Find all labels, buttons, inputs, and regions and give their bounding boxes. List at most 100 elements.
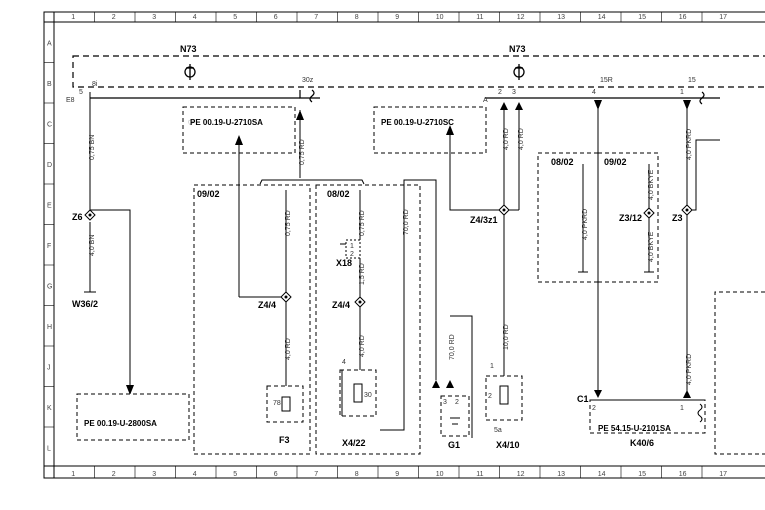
ruler-col-bottom-6: 6 — [274, 471, 278, 478]
arrow-g1-b — [446, 380, 454, 388]
connector-x18 — [340, 239, 361, 259]
column-ruler: 1122334455667788991010111112121313141415… — [53, 12, 727, 478]
pin-8i: 8i — [92, 81, 98, 88]
ruler-row-D: D — [47, 162, 52, 169]
wire-label-075rd-c: 0,75 RD — [359, 210, 366, 236]
variant-0902-b: 09/02 — [604, 157, 627, 167]
ruler-col-bottom-12: 12 — [517, 471, 525, 478]
n73-ground-symbol-left — [184, 64, 196, 80]
wire-70rd — [380, 179, 473, 438]
pin-x10-5a: 5a — [494, 427, 502, 434]
label-f3: F3 — [279, 435, 290, 445]
pin-3: 3 — [512, 89, 516, 96]
pin-x22-30: 30 — [364, 392, 372, 399]
label-k40-6: K40/6 — [630, 438, 654, 448]
ruler-col-bottom-9: 9 — [395, 471, 399, 478]
wire-label-40bn: 4,0 BN — [89, 235, 96, 256]
wire-label-70rd-top: 70,0 RD — [403, 209, 410, 235]
ruler-row-B: B — [47, 81, 52, 88]
ruler-col-bottom-14: 14 — [598, 471, 606, 478]
pin-a: A — [483, 97, 488, 104]
ruler-col-top-8: 8 — [355, 14, 359, 21]
ruler-row-F: F — [47, 243, 51, 250]
pe-box-2800sa[interactable]: PE 00.19-U-2800SA — [76, 393, 190, 441]
wire-rd-z4-3z1 — [449, 110, 520, 376]
pin-e8: E8 — [66, 97, 75, 104]
ruler-col-top-1: 1 — [71, 14, 75, 21]
pe-ref-2710sa: PE 00.19-U-2710SA — [190, 118, 263, 127]
wire-label-40pkrd-a: 4,0 PKRD — [582, 209, 589, 240]
label-n73-left: N73 — [180, 44, 197, 54]
ruler-col-top-15: 15 — [638, 14, 646, 21]
splice-z6 — [84, 209, 96, 221]
label-x18: X18 — [336, 258, 352, 268]
wire-label-40rd-z1a: 4,0 RD — [503, 128, 510, 150]
arrow-pe2 — [446, 125, 454, 135]
ruler-col-top-10: 10 — [436, 14, 444, 21]
ruler-row-E: E — [47, 202, 52, 209]
pin-15: 15 — [688, 77, 696, 84]
ruler-col-bottom-13: 13 — [557, 471, 565, 478]
ruler-col-top-17: 17 — [719, 14, 727, 21]
label-z6: Z6 — [72, 212, 83, 222]
pin-x18-2: 2 — [350, 251, 354, 258]
arrow-c1-1 — [683, 390, 691, 398]
label-z4-3z1: Z4/3z1 — [470, 215, 498, 225]
arrow-g1-a — [432, 380, 440, 388]
label-z3-12: Z3/12 — [619, 213, 642, 223]
wire-label-70rd-g1: 70,0 RD — [449, 334, 456, 360]
pe-ref-2710sc: PE 00.19-U-2710SC — [381, 118, 454, 127]
terminal-x4-10 — [485, 375, 523, 421]
pin-x10-2: 2 — [488, 393, 492, 400]
ruler-col-bottom-16: 16 — [679, 471, 687, 478]
variant-box-0902-right — [597, 152, 659, 283]
terminal-x4-22 — [339, 369, 377, 417]
ruler-col-top-14: 14 — [598, 14, 606, 21]
ruler-col-bottom-8: 8 — [355, 471, 359, 478]
pin-f3-78: 78 — [273, 400, 281, 407]
pin-g1-2: 2 — [455, 399, 459, 406]
pin-g1-3: 3 — [443, 399, 447, 406]
fuse-f3 — [266, 385, 304, 423]
pin-30z: 30z — [302, 77, 314, 84]
ruler-row-L: L — [47, 445, 51, 452]
battery-g1 — [440, 395, 470, 437]
wire-bn — [84, 92, 131, 385]
ruler-row-C: C — [47, 121, 52, 128]
ruler-col-top-13: 13 — [557, 14, 565, 21]
arrow-c1-2 — [594, 390, 602, 398]
pin-x22-4: 4 — [342, 359, 346, 366]
partial-box-right — [714, 291, 765, 455]
arrow-pin4 — [594, 100, 602, 110]
pin-4: 4 — [592, 89, 596, 96]
ruler-row-G: G — [47, 283, 52, 290]
arrow-pin3 — [515, 102, 523, 110]
drawing-frame — [43, 11, 765, 479]
arrow-30z — [296, 110, 304, 120]
wire-rd-30z — [238, 110, 365, 386]
pe-box-2101sa[interactable]: PE 54.15-U-2101SA — [589, 399, 706, 434]
ruler-col-top-12: 12 — [517, 14, 525, 21]
ruler-col-top-5: 5 — [233, 14, 237, 21]
ruler-col-bottom-15: 15 — [638, 471, 646, 478]
pe-box-2710sc[interactable]: PE 00.19-U-2710SC — [373, 106, 487, 154]
ruler-col-bottom-1: 1 — [71, 471, 75, 478]
arrow-pin1 — [683, 100, 691, 110]
label-z3: Z3 — [672, 213, 683, 223]
wire-label-15rd: 1,5 RD — [359, 263, 366, 285]
label-x4-22: X4/22 — [342, 438, 366, 448]
ruler-col-bottom-2: 2 — [112, 471, 116, 478]
ruler-col-top-7: 7 — [314, 14, 318, 21]
wire-label-40rd-z1b: 4,0 RD — [518, 128, 525, 150]
ruler-col-top-9: 9 — [395, 14, 399, 21]
label-n73-right: N73 — [509, 44, 526, 54]
splice-z3-12 — [643, 207, 655, 219]
n73-ground-symbol-right — [513, 64, 525, 80]
ruler-col-top-4: 4 — [193, 14, 197, 21]
pin-x18-1: 1 — [350, 243, 354, 250]
variant-0802-b: 08/02 — [551, 157, 574, 167]
ruler-row-H: H — [47, 324, 52, 331]
wire-label-40rd-x22: 4,0 RD — [359, 335, 366, 357]
